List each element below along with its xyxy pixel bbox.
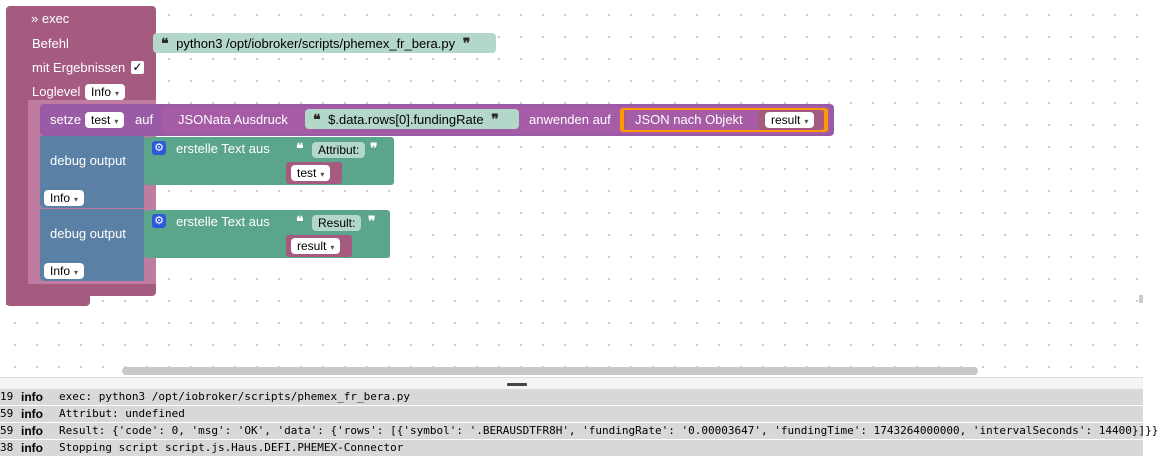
exec-block-bottom — [6, 284, 156, 296]
command-text-block[interactable]: ❝ python3 /opt/iobroker/scripts/phemex_f… — [153, 33, 496, 53]
log-message: Result: {'code': 0, 'msg': 'OK', 'data':… — [59, 424, 1158, 437]
json-to-object-label: JSON nach Objekt — [635, 112, 743, 127]
apply-label: anwenden auf — [529, 112, 611, 127]
text-value-1[interactable]: Attribut: — [318, 143, 360, 157]
log-row: 19 info exec: python3 /opt/iobroker/scri… — [0, 389, 1143, 406]
log-panel: 19 info exec: python3 /opt/iobroker/scri… — [0, 389, 1158, 474]
log-row: 59 info Result: {'code': 0, 'msg': 'OK',… — [0, 423, 1158, 440]
log-time: 38 — [0, 441, 14, 454]
quote-close-icon: ❞ — [368, 213, 376, 229]
expression-text-block[interactable]: ❝ $.data.rows[0].fundingRate ❞ — [305, 109, 519, 129]
chevron-down-icon: ▾ — [330, 243, 335, 252]
exec-block-footer — [6, 296, 90, 306]
log-row: 59 info Attribut: undefined — [0, 406, 1143, 423]
gear-icon[interactable]: ⚙ — [152, 214, 166, 228]
variable-dropdown-test[interactable]: test▾ — [85, 112, 125, 128]
debug-output-label-1: debug output — [50, 153, 126, 168]
splitter-grip-icon[interactable] — [507, 383, 527, 386]
loglevel-dropdown[interactable]: Info▾ — [85, 84, 126, 100]
loglevel-value: Info — [91, 85, 112, 99]
jsonata-label: JSONata Ausdruck — [178, 112, 288, 127]
variable-dropdown-debug-2[interactable]: result▾ — [291, 238, 341, 254]
log-time: 59 — [0, 407, 14, 420]
log-time: 59 — [0, 424, 14, 437]
variable-name: test — [91, 113, 111, 127]
debug-level-dropdown-1[interactable]: Info▾ — [44, 190, 85, 206]
chevron-down-icon: ▾ — [115, 89, 120, 98]
expression-value[interactable]: $.data.rows[0].fundingRate — [328, 112, 484, 127]
quote-close-icon: ❞ — [370, 140, 378, 156]
log-time: 19 — [0, 390, 14, 403]
command-value[interactable]: python3 /opt/iobroker/scripts/phemex_fr_… — [176, 36, 456, 51]
debug-level-dropdown-2[interactable]: Info▾ — [44, 263, 85, 279]
quote-close-icon: ❞ — [462, 35, 471, 51]
log-level: info — [21, 407, 43, 421]
log-row: 38 info Stopping script script.js.Haus.D… — [0, 440, 1143, 457]
text-field-2[interactable]: Result: — [312, 215, 362, 231]
chevron-down-icon: ▾ — [74, 268, 79, 277]
vertical-scrollbar[interactable] — [1139, 295, 1143, 303]
command-label: Befehl — [32, 36, 69, 51]
log-message: Stopping script script.js.Haus.DEFI.PHEM… — [59, 441, 404, 454]
chevron-down-icon: ▾ — [320, 170, 325, 179]
variable-dropdown-debug-1[interactable]: test▾ — [291, 165, 331, 181]
debug-output-label-2: debug output — [50, 226, 126, 241]
json-to-object-face — [626, 110, 758, 130]
with-results-label: mit Ergebnissen — [32, 60, 126, 75]
panel-splitter[interactable] — [0, 377, 1143, 392]
exec-header: » exec — [31, 11, 70, 26]
with-results-checkbox[interactable]: ✓ — [131, 60, 144, 74]
variable-dropdown-result[interactable]: result▾ — [765, 112, 815, 128]
text-value-2[interactable]: Result: — [318, 216, 356, 230]
quote-open-icon: ❝ — [296, 140, 304, 156]
create-text-label-2: erstelle Text aus — [176, 214, 270, 229]
gear-icon[interactable]: ⚙ — [152, 141, 166, 155]
horizontal-scrollbar[interactable] — [122, 367, 978, 375]
exec-block-left-bar — [6, 100, 28, 305]
quote-open-icon: ❝ — [313, 111, 321, 127]
exec-block[interactable] — [6, 6, 156, 108]
set-label: setze — [50, 112, 82, 127]
text-field-1[interactable]: Attribut: — [312, 142, 366, 158]
create-text-label-1: erstelle Text aus — [176, 141, 270, 156]
quote-open-icon: ❝ — [296, 213, 304, 229]
blockly-workspace[interactable]: » exec Befehl ❝ python3 /opt/iobroker/sc… — [0, 0, 1143, 377]
debug-variable-1: test — [297, 166, 317, 180]
debug-level-1: Info — [50, 191, 71, 205]
chevron-down-icon: ▾ — [74, 195, 79, 204]
quote-open-icon: ❝ — [161, 35, 169, 51]
result-variable-name: result — [771, 113, 801, 127]
on-label: auf — [135, 112, 154, 127]
chevron-down-icon: ▾ — [804, 117, 809, 126]
log-message: exec: python3 /opt/iobroker/scripts/phem… — [59, 390, 410, 403]
debug-variable-2: result — [297, 239, 327, 253]
debug-level-2: Info — [50, 264, 71, 278]
chevron-down-icon: ▾ — [114, 117, 119, 126]
log-level: info — [21, 441, 43, 455]
log-level: info — [21, 424, 43, 438]
log-level: info — [21, 390, 43, 404]
quote-close-icon: ❞ — [491, 111, 499, 127]
log-message: Attribut: undefined — [59, 407, 185, 420]
loglevel-label: Loglevel — [32, 84, 81, 99]
